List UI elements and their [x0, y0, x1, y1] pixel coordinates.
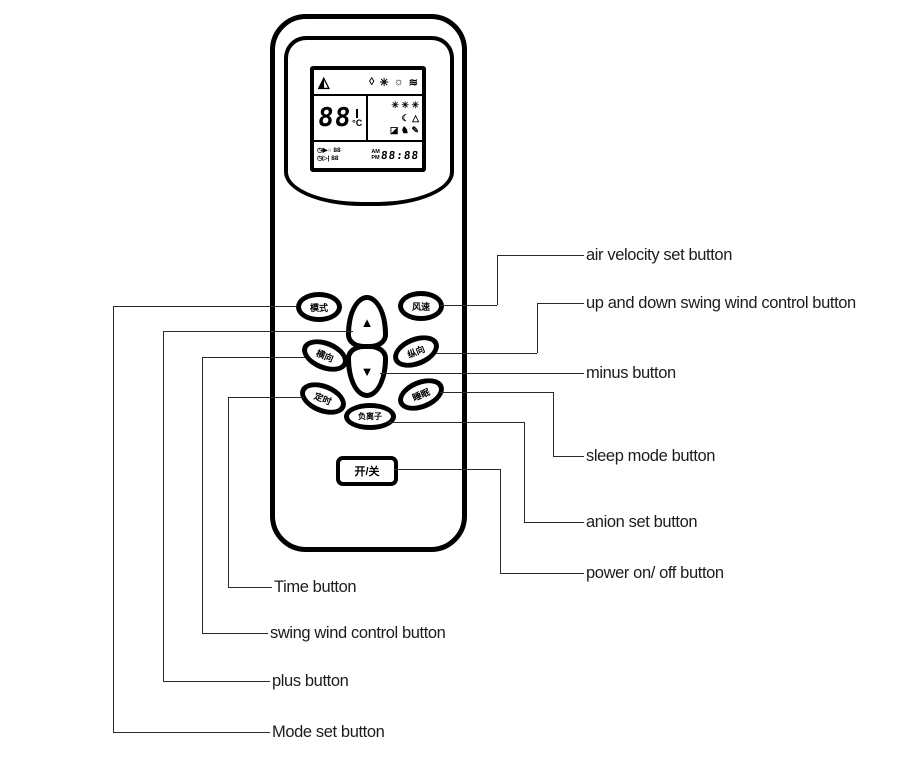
up-arrow-icon: ▲	[360, 314, 374, 330]
callout-line-mode	[113, 732, 270, 733]
callout-line-minus	[380, 373, 584, 374]
callout-line-anion	[524, 422, 525, 522]
callout-line-air-velocity	[497, 255, 498, 305]
thermometer-icon	[356, 108, 359, 118]
celsius-unit: °C	[352, 108, 362, 128]
callout-line-time	[228, 397, 229, 587]
heat-sun-icon: ☼	[393, 76, 404, 88]
callout-line-air-velocity	[497, 255, 584, 256]
lcd-display: ◭ ◊ ✳ ☼ ≋ 88 °C ✳ ✳ ✳ ☾ △ ◪ ♞ ✎ ◷▶○	[310, 66, 426, 172]
label-power: power on/ off button	[586, 563, 724, 582]
callout-line-time	[228, 397, 304, 398]
label-plus: plus button	[272, 671, 349, 690]
callout-line-power	[394, 469, 500, 470]
label-air-velocity: air velocity set button	[586, 245, 732, 264]
callout-line-sleep	[440, 392, 553, 393]
callout-line-swing-ud	[436, 353, 537, 354]
label-time: Time button	[274, 577, 357, 596]
label-anion: anion set button	[586, 512, 698, 531]
callout-line-swing	[202, 357, 305, 358]
mode-triangle-icon: ◭	[318, 74, 330, 91]
callout-line-mode	[113, 306, 297, 307]
callout-line-air-velocity	[440, 305, 497, 306]
label-swing: swing wind control button	[270, 623, 446, 642]
lcd-mode-icon-row: ◭ ◊ ✳ ☼ ≋	[314, 70, 422, 96]
timer-off-row: ◷▷| 88	[317, 155, 339, 162]
callout-line-sleep	[553, 392, 554, 456]
clock-digits: 88:88	[380, 148, 420, 162]
callout-line-swing	[202, 633, 268, 634]
callout-line-power	[500, 469, 501, 573]
temperature-readout: 88 °C	[314, 96, 368, 140]
swing-louver-icons: ◪ ♞ ✎	[389, 125, 419, 136]
fan-speed-button[interactable]: 风速	[398, 291, 444, 321]
temperature-digits: 88	[316, 103, 353, 133]
callout-line-swing	[202, 357, 203, 633]
timer-indicators: ◷▶○ 88 ◷▷| 88	[317, 147, 341, 163]
callout-line-power	[500, 573, 584, 574]
label-minus: minus button	[586, 363, 676, 382]
callout-line-swing-ud	[537, 303, 584, 304]
dehumidify-drop-icon: ◊	[369, 76, 375, 88]
label-mode: Mode set button	[272, 722, 385, 741]
callout-line-swing-ud	[537, 303, 538, 353]
label-swing-up-down: up and down swing wind control button	[586, 293, 856, 312]
callout-line-plus	[163, 331, 353, 332]
am-pm-indicator: AM PM	[371, 148, 380, 161]
down-arrow-icon: ▼	[360, 363, 374, 379]
callout-line-mode	[113, 306, 114, 732]
lcd-status-icons: ✳ ✳ ✳ ☾ △ ◪ ♞ ✎	[368, 96, 422, 140]
anion-button[interactable]: 负离子	[344, 403, 396, 430]
callout-line-anion	[388, 422, 524, 423]
mode-button[interactable]: 模式	[296, 292, 342, 322]
callout-line-time	[228, 587, 272, 588]
fan-speed-icons: ✳ ✳ ✳	[391, 99, 419, 110]
timer-on-row: ◷▶○ 88	[317, 146, 341, 154]
sleep-moon-icons: ☾ △	[401, 112, 420, 123]
callout-line-sleep	[553, 456, 584, 457]
clock-readout: AM PM 88:88	[371, 149, 419, 162]
air-flow-icon: ≋	[408, 76, 418, 89]
fan-mode-icon: ✳	[379, 76, 389, 89]
callout-line-plus	[163, 681, 270, 682]
callout-line-plus	[163, 331, 164, 681]
label-sleep: sleep mode button	[586, 446, 716, 465]
power-button[interactable]: 开/关	[336, 456, 398, 486]
callout-line-anion	[524, 522, 584, 523]
